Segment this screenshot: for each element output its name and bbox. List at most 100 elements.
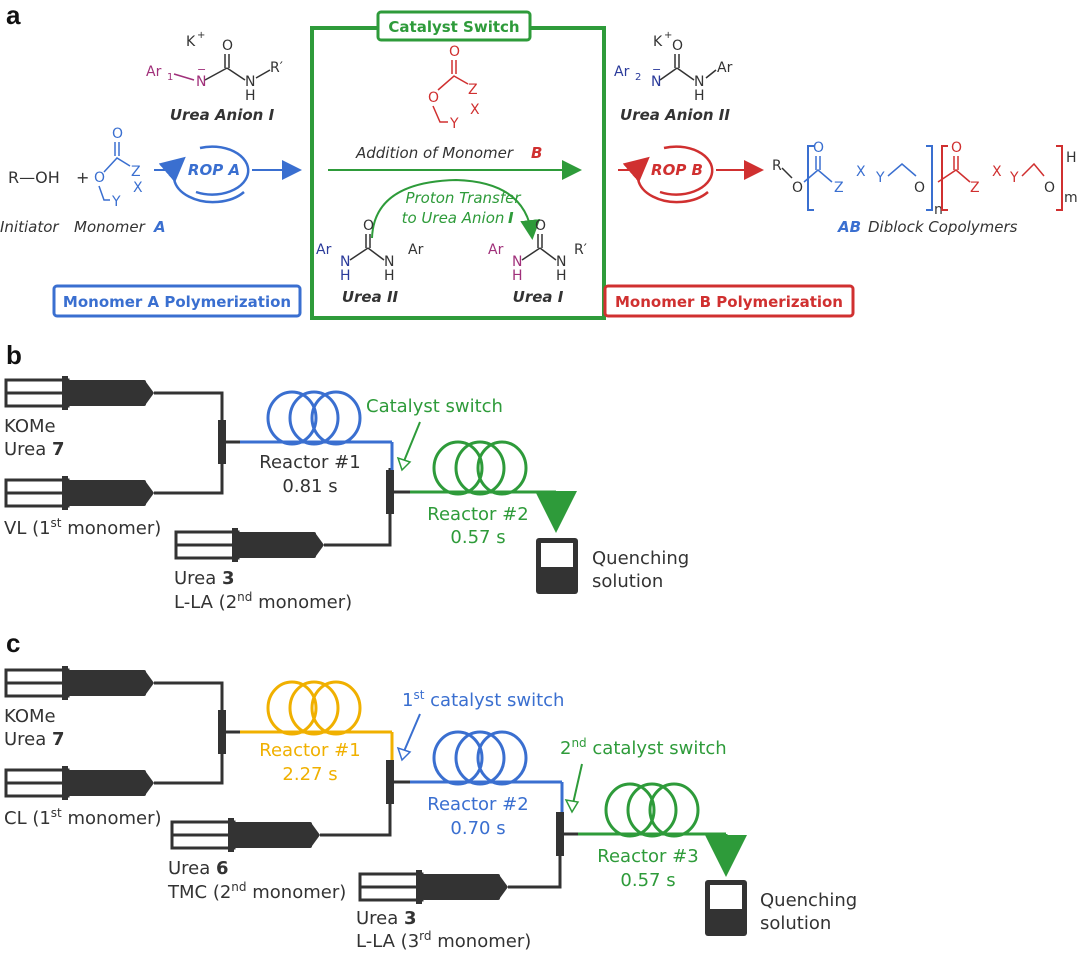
urea-2-label: Urea II [342, 288, 399, 306]
quench-b-line2: solution [592, 571, 663, 592]
syringe-c1 [4, 666, 154, 700]
monomer-a-letter: A [153, 218, 166, 236]
monomer-b-polymerization-box [603, 284, 855, 318]
monomer-b-polymerization: Monomer B Polymerization [615, 293, 843, 311]
urea-1-structure: O N H Ar N H R′ [488, 218, 587, 284]
tubing-c-third [320, 802, 392, 837]
monomer-a-polymerization-box [52, 284, 302, 318]
svg-text:−: − [197, 63, 206, 76]
svg-text:N: N [556, 254, 566, 270]
svg-text:O: O [94, 170, 105, 186]
reactor-c2-coil [432, 730, 528, 786]
svg-text:Z: Z [834, 180, 844, 196]
rop-a-cycle [195, 145, 250, 196]
svg-text:X: X [133, 180, 143, 196]
svg-text:O: O [1044, 180, 1055, 196]
svg-text:K: K [653, 34, 663, 50]
reactor-b1-time: 0.81 s [282, 476, 337, 497]
monomer-a-structure: O O Z X Y [94, 126, 143, 210]
tubing-b-inlet [154, 391, 224, 495]
svg-text:Y: Y [111, 194, 121, 210]
svg-text:X: X [470, 102, 480, 118]
svg-text:X: X [856, 164, 866, 180]
svg-text:O: O [363, 218, 374, 234]
addition-text: Addition of Monomer [355, 144, 514, 162]
reactor-c2-time: 0.70 s [450, 818, 505, 839]
svg-text:O: O [428, 90, 439, 106]
tubing-c-inlet [154, 681, 224, 785]
reactor-b1-name: Reactor #1 [259, 452, 360, 473]
quench-b-line1: Quenching [592, 548, 689, 569]
catalyst-switch-b-arrow [396, 456, 412, 472]
catalyst-switch-title-box [376, 10, 532, 42]
svg-text:m: m [1064, 190, 1078, 206]
svg-text:2: 2 [635, 72, 641, 83]
svg-text:+: + [197, 30, 205, 41]
svg-text:N: N [340, 254, 350, 270]
rop-b-cycle [659, 145, 714, 196]
switch-c2-arrow [564, 799, 580, 814]
reactor-b2-name: Reactor #2 [427, 504, 528, 525]
reactor-c3-time: 0.57 s [620, 870, 675, 891]
reactor-c1-name: Reactor #1 [259, 740, 360, 761]
svg-text:K: K [186, 34, 196, 50]
monomer-a-polymerization: Monomer A Polymerization [63, 293, 291, 311]
svg-text:H: H [1066, 150, 1077, 166]
syringe-b2 [4, 476, 154, 510]
reactor-b2-coil [432, 440, 528, 496]
syringe-b3-line2: L-LA (2nd monomer) [174, 590, 352, 613]
svg-text:Ar: Ar [146, 64, 162, 80]
t-mixer-c3 [556, 812, 564, 856]
syringe-c1-line1: KOMe [4, 706, 56, 727]
rop-a-label: ROP A [188, 161, 240, 179]
urea-anion-2-structure: K + O N − Ar 2 N H Ar [614, 30, 733, 104]
syringe-c2 [4, 766, 154, 800]
quench-c-line2: solution [760, 913, 831, 934]
syringe-b3 [174, 528, 324, 562]
switch-c2-label: 2nd catalyst switch [560, 736, 727, 759]
syringe-c4-line1: Urea 3 [356, 908, 417, 929]
svg-text:Ar: Ar [488, 242, 504, 258]
svg-text:+: + [664, 30, 672, 41]
syringe-b1-line2: Urea 7 [4, 439, 65, 460]
svg-text:Z: Z [131, 164, 141, 180]
reactor-c2-name: Reactor #2 [427, 794, 528, 815]
svg-text:N: N [384, 254, 394, 270]
svg-text:N: N [245, 74, 255, 90]
svg-text:O: O [914, 180, 925, 196]
proton-transfer-line1: Proton Transfer [405, 189, 521, 207]
reactor-c1-time: 2.27 s [282, 764, 337, 785]
svg-text:N: N [196, 74, 206, 90]
tubing-c-fourth [508, 856, 562, 889]
svg-text:O: O [449, 44, 460, 60]
svg-text:O: O [222, 38, 233, 54]
svg-text:O: O [792, 180, 803, 196]
svg-text:O: O [112, 126, 123, 142]
initiator-formula: R—OH [8, 168, 60, 187]
reactor-c1-coil [266, 680, 362, 736]
svg-text:X: X [992, 164, 1002, 180]
t-mixer-b1 [218, 420, 226, 464]
svg-text:R′: R′ [574, 242, 587, 258]
addition-letter: B [531, 144, 542, 162]
svg-text:Y: Y [875, 170, 885, 186]
urea-anion-1-label: Urea Anion I [170, 106, 275, 124]
urea-anion-2-label: Urea Anion II [620, 106, 730, 124]
monomer-a-label: Monomer [74, 218, 146, 236]
svg-text:1: 1 [167, 72, 173, 83]
syringe-b1 [4, 376, 154, 410]
syringe-b1-line1: KOMe [4, 416, 56, 437]
syringe-c4-line2: L-LA (3rd monomer) [356, 929, 531, 952]
svg-text:N: N [694, 74, 704, 90]
svg-text:Ar: Ar [316, 242, 332, 258]
reactor-b1-coil [266, 390, 362, 446]
reactor-c3-coil [604, 782, 700, 838]
syringe-c4 [358, 870, 508, 904]
svg-text:Ar: Ar [614, 64, 630, 80]
proton-transfer-letter: I [508, 209, 514, 227]
svg-text:Ar: Ar [717, 60, 733, 76]
syringe-c1-line2: Urea 7 [4, 729, 65, 750]
monomer-b-structure: O O Z X Y [428, 44, 480, 132]
svg-text:N: N [651, 74, 661, 90]
